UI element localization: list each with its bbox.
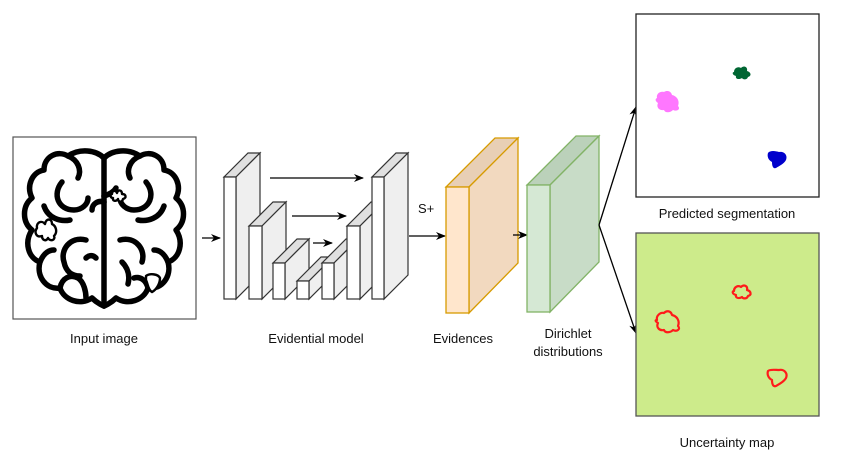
arrow-to-segmentation [598, 106, 638, 226]
predicted-segmentation-label: Predicted segmentation [659, 206, 796, 221]
lesion-lower-right [144, 273, 162, 294]
uncertainty-contour-left [654, 310, 681, 334]
bottleneck-block-front [296, 280, 310, 300]
encoder-block-3-front [272, 262, 286, 300]
uncertainty-map-panel: Uncertainty map [635, 232, 820, 450]
brain-icon [21, 148, 187, 309]
segment-region-pink [655, 91, 680, 113]
evidences-block [444, 136, 520, 315]
encoder-block-3 [271, 237, 311, 301]
dirichlet-front-face [526, 184, 551, 313]
encoder-block-2-front [248, 225, 263, 300]
lesion-left [34, 218, 58, 242]
input-image-panel: Input image [12, 136, 197, 346]
lesion-upper-right [109, 189, 127, 203]
arrow-to-uncertainty [598, 224, 637, 334]
evidences-front-face [445, 186, 470, 314]
dirichlet-block [525, 134, 601, 314]
uncertainty-frame [635, 232, 820, 417]
decoder-block-2-front [346, 225, 361, 300]
uncertainty-map-label: Uncertainty map [680, 435, 775, 450]
output-block-side [383, 151, 409, 301]
segment-region-blue [767, 151, 787, 169]
uncertainty-contour-right [766, 368, 788, 388]
encoder-block-1-front [223, 176, 237, 300]
segment-region-green [732, 66, 751, 80]
uncertainty-contour-top [731, 284, 752, 300]
output-block [370, 151, 410, 301]
dirichlet-label-line2: distributions [533, 344, 603, 359]
activation-label: S+ [418, 201, 434, 216]
input-image-label: Input image [70, 331, 138, 346]
dirichlet-label-line1: Dirichlet [545, 326, 592, 341]
evidences-label: Evidences [433, 331, 493, 346]
output-block-front [371, 176, 385, 300]
predicted-segmentation-panel: Predicted segmentation [635, 13, 820, 221]
evidential-model-label: Evidential model [268, 331, 363, 346]
evidential-model [222, 151, 410, 301]
decoder-block-1-front [321, 262, 335, 300]
